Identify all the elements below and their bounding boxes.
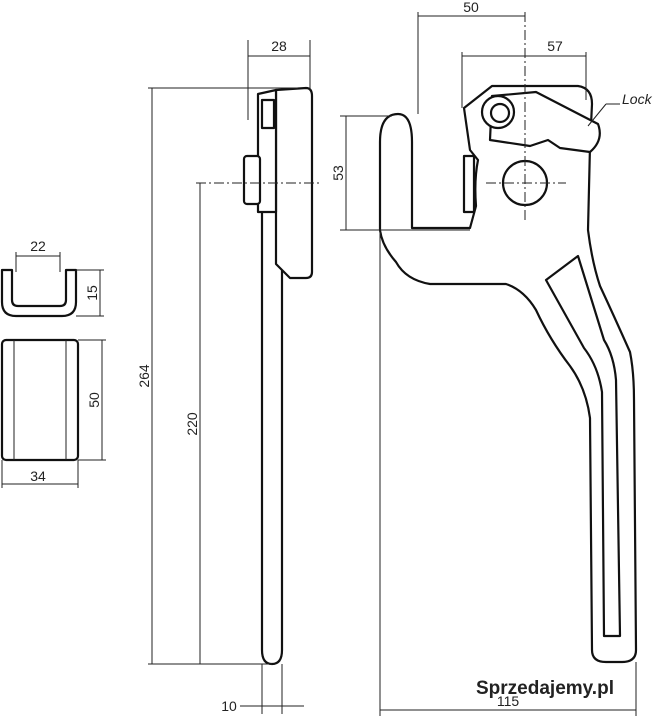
dim-spindle-height: 220 [184, 412, 200, 436]
watermark: Sprzedajemy.pl [476, 678, 614, 699]
dim-insert-height: 15 [84, 285, 100, 301]
side-view: 28 264 220 10 [136, 38, 322, 714]
handle-inner-slot [544, 254, 622, 638]
dim-base-width: 28 [271, 38, 287, 54]
dim-overall-height: 264 [136, 364, 152, 388]
u-insert-profile [0, 268, 78, 318]
lock-callout: Lock [622, 91, 653, 107]
lock-knob [242, 154, 262, 206]
lock-lever [488, 90, 601, 154]
shaft-outline [260, 188, 284, 666]
dim-top-width: 50 [463, 0, 479, 15]
u-insert-view: 22 15 [0, 238, 104, 318]
dim-insert-width: 22 [30, 238, 46, 254]
lock-knob-detail [260, 98, 276, 130]
plate-outline [0, 338, 80, 462]
plate-view: 50 34 [0, 338, 106, 488]
lock-leader-line [587, 103, 607, 127]
dim-shaft-width: 10 [221, 698, 237, 714]
dim-overall-width: 115 [497, 693, 520, 709]
dim-plate-height: 50 [86, 392, 102, 408]
handle-detail [462, 154, 476, 214]
front-view: 50 57 53 115 Lock [330, 0, 653, 716]
lock-pivot-inner [489, 102, 511, 124]
dim-lock-offset: 57 [547, 38, 563, 54]
dim-head-height: 53 [330, 165, 346, 181]
dim-plate-width: 34 [30, 468, 46, 484]
